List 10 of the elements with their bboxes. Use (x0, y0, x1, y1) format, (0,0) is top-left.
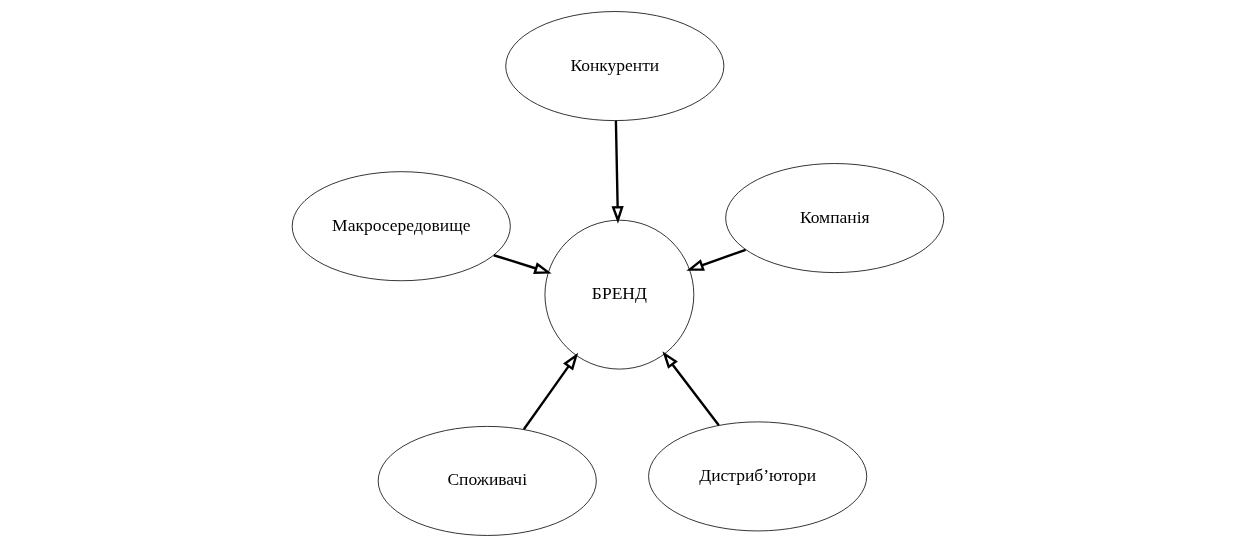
arrow (610, 120, 624, 224)
arrow (661, 351, 720, 427)
node-ellipse: Компанія (724, 163, 944, 273)
node-ellipse: Споживачі (377, 426, 597, 536)
arrow (492, 254, 552, 274)
arrow (522, 352, 578, 430)
node-ellipse: Конкуренти (504, 11, 724, 121)
arrow (685, 248, 746, 271)
node-ellipse: Макросередовище (291, 171, 511, 282)
node-ellipse: Дистриб’ютори (647, 421, 867, 532)
